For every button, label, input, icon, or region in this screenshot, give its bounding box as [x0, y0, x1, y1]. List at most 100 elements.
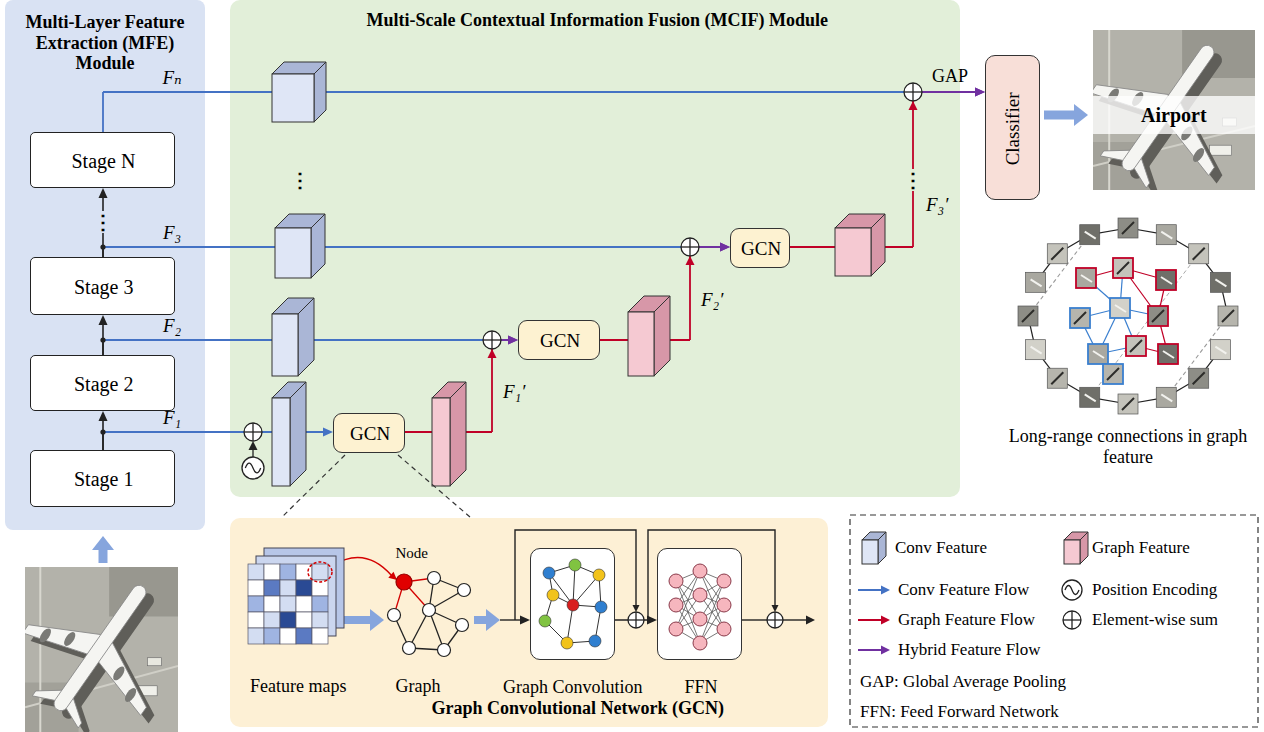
text-holder: FFN	[685, 677, 718, 698]
tile-mark	[1085, 232, 1096, 239]
arrowhead	[975, 88, 985, 97]
graph-node	[567, 599, 579, 611]
text-holder: Graph Convolutional Network (GCN)	[432, 698, 725, 719]
feature-cell	[296, 580, 312, 596]
sum-arrowhead	[686, 256, 695, 265]
graph-node	[589, 635, 601, 647]
conv-feature-cube	[290, 382, 306, 486]
aerial-image	[25, 567, 178, 732]
text-holder: F₃	[163, 222, 181, 244]
legend-text: Hybrid Feature Flow	[898, 640, 1041, 660]
gcn-box: GCN	[730, 228, 790, 268]
graph-node	[396, 574, 412, 590]
node-illustration	[531, 549, 616, 661]
graph-feature-cube	[654, 296, 670, 376]
text-holder: Classifier	[977, 118, 1050, 140]
connector	[103, 243, 730, 258]
image-tile	[1158, 344, 1178, 364]
ffn-neuron	[669, 574, 683, 588]
connector	[790, 88, 985, 248]
text-holder: Airport	[1141, 104, 1207, 127]
ffn-neuron	[717, 622, 731, 636]
tile-mark	[1031, 279, 1042, 286]
legend-text: Position Encoding	[1092, 580, 1217, 600]
text-holder: Long-range connections in graph feature	[1008, 426, 1248, 467]
sum-symbol	[1063, 611, 1081, 629]
feature-cell	[264, 612, 280, 628]
tile-mark	[1085, 394, 1096, 401]
legend-text: Element-wise sum	[1092, 610, 1218, 630]
text-holder: Feature maps	[250, 676, 346, 697]
feature-cell	[248, 580, 264, 596]
graph-node	[438, 644, 451, 657]
arrowhead	[720, 243, 730, 252]
legend-graph-cube	[1064, 540, 1080, 564]
tile-mark	[1122, 222, 1134, 234]
tile-mark	[1163, 351, 1174, 358]
text-holder: FFN: Feed Forward Network	[860, 702, 1059, 722]
node-text: Multi-Scale Contextual Information Fusio…	[367, 10, 828, 31]
conv-feature-cube	[272, 314, 298, 376]
node-text: Stage 3	[74, 276, 133, 299]
node-text: FFN	[685, 677, 718, 698]
text-holder: GCN	[350, 423, 390, 445]
gcn-box: GCN	[333, 413, 405, 453]
engine	[123, 686, 139, 704]
connector-line	[615, 619, 649, 620]
engine	[1191, 146, 1207, 164]
gcn-output-arrow-head	[806, 616, 815, 625]
node-text: Stage 2	[74, 373, 133, 396]
text-holder: ⋮	[290, 170, 310, 191]
text-holder: GAP	[932, 66, 968, 87]
text-holder: F₁	[163, 407, 181, 429]
output-arrow	[1044, 111, 1077, 120]
text-holder: Graph	[396, 676, 441, 697]
connector-line	[344, 616, 373, 624]
text-holder: Stage 2	[74, 373, 133, 396]
stage-box: Stage 1	[30, 450, 175, 507]
tile-mark	[1215, 279, 1226, 286]
node-illustration	[658, 549, 743, 661]
tile-mark	[1152, 310, 1164, 322]
label: F₂′	[701, 289, 723, 311]
ground	[1093, 30, 1255, 190]
image-tile	[1156, 225, 1176, 245]
gcn-output-arrow	[783, 619, 808, 620]
feature-cell	[264, 628, 280, 644]
graph-node	[403, 642, 416, 655]
node-text: Multi-Layer Feature Extraction (MFE) Mod…	[12, 12, 198, 74]
graph: Graph	[384, 570, 474, 660]
tile-mark	[1215, 347, 1226, 354]
output-arrow-head	[1074, 104, 1088, 126]
node-highlight	[308, 562, 332, 582]
feature-cell	[280, 596, 296, 612]
arrowhead	[486, 609, 500, 631]
text-holder: Multi-Layer Feature Extraction (MFE) Mod…	[12, 12, 198, 74]
conv-feature-cube	[272, 398, 290, 486]
text-holder: Node	[396, 544, 429, 562]
ffn-neuron	[717, 598, 731, 612]
text-holder: Graph Feature Flow	[898, 610, 1035, 630]
image-tile	[1088, 344, 1108, 364]
legend-conv-cube	[878, 532, 886, 564]
node-text: GCN	[350, 423, 390, 445]
image-tile	[1080, 225, 1100, 245]
connector	[103, 88, 985, 133]
connector-line	[912, 92, 914, 247]
ffn-neuron	[669, 622, 683, 636]
graph-node	[543, 567, 555, 579]
node-text: GCN	[540, 330, 580, 352]
tile-mark	[1193, 248, 1205, 260]
ffn-output-line	[742, 619, 767, 620]
sum-symbol	[252, 423, 253, 441]
plane-shadow	[25, 567, 178, 732]
connector-line	[500, 619, 522, 620]
text-holder: GCN	[741, 238, 781, 260]
plane-shadow	[1093, 30, 1255, 190]
image-tile	[1103, 364, 1123, 384]
text-holder: Graph Feature	[1092, 538, 1190, 558]
legend-text: Graph Feature	[1092, 538, 1190, 558]
label: F₃	[163, 222, 181, 244]
text-holder: Graph Convolution	[503, 677, 643, 698]
